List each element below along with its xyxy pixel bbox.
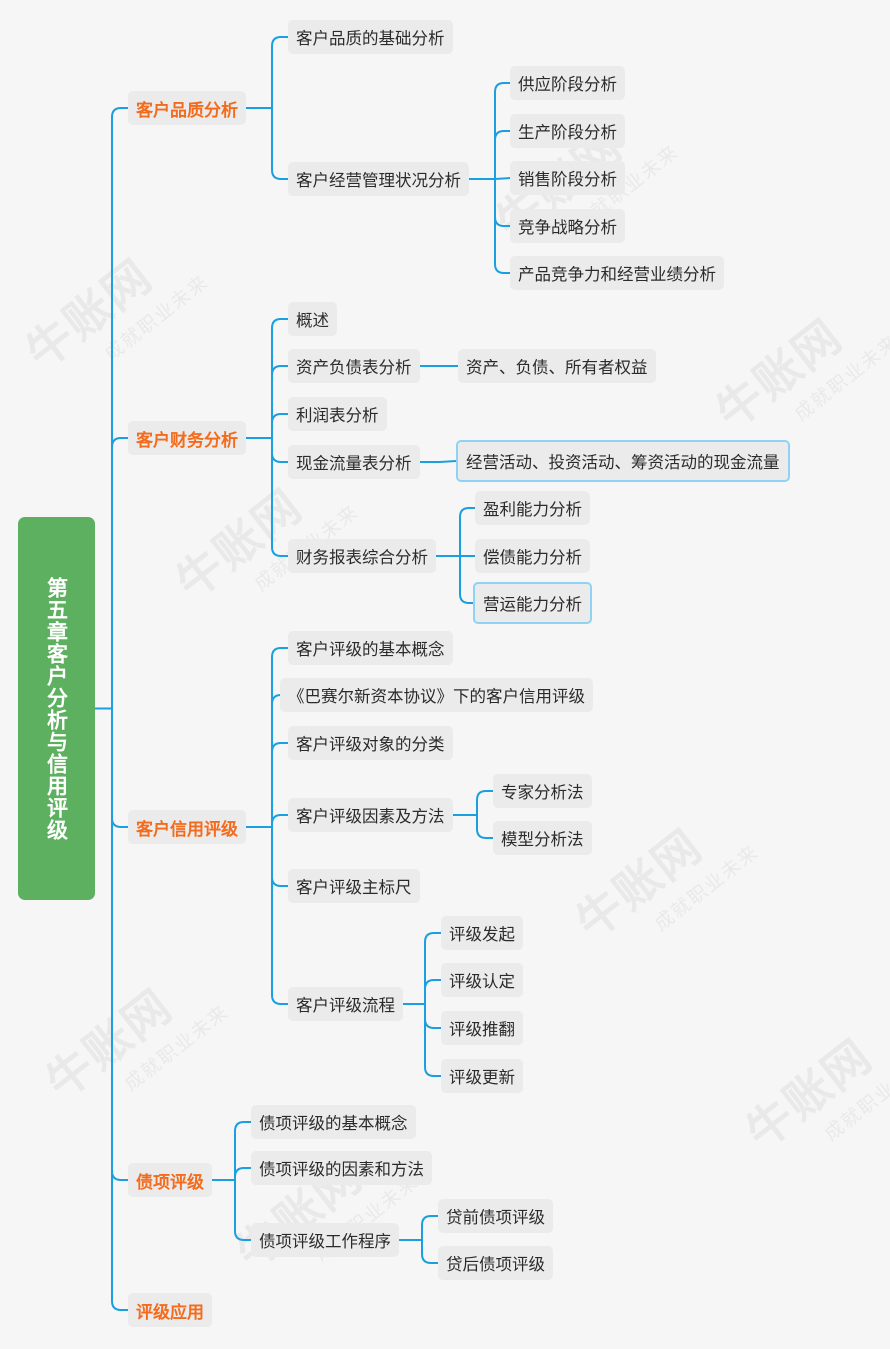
connector-line [459, 507, 475, 556]
topic-assets-liabilities-equity[interactable]: 资产、负债、所有者权益 [458, 349, 656, 383]
topic-quality-basic[interactable]: 客户品质的基础分析 [288, 20, 453, 54]
connector-line [234, 1180, 251, 1241]
watermark: 牛账网成就职业未来 [735, 1028, 890, 1160]
topic-profitability[interactable]: 盈利能力分析 [475, 491, 590, 525]
connector-line [476, 815, 493, 839]
connector-line [424, 1004, 441, 1029]
branch-customer-credit-rating[interactable]: 客户信用评级 [128, 810, 246, 844]
topic-facility-procedure[interactable]: 债项评级工作程序 [251, 1223, 399, 1257]
connector-line [271, 694, 282, 827]
connector-line [494, 179, 510, 227]
topic-balance-sheet[interactable]: 资产负债表分析 [288, 349, 420, 383]
watermark: 牛账网成就职业未来 [35, 978, 234, 1110]
connector-line [234, 1121, 251, 1180]
watermark: 牛账网成就职业未来 [565, 818, 764, 950]
connector-line [111, 437, 128, 709]
topic-rating-initiation[interactable]: 评级发起 [441, 916, 523, 950]
connector-line [271, 827, 288, 1005]
watermark: 牛账网成就职业未来 [15, 248, 214, 380]
topic-income-statement[interactable]: 利润表分析 [288, 397, 387, 431]
connector-line [271, 413, 288, 438]
topic-expert-analysis[interactable]: 专家分析法 [493, 774, 592, 808]
connector-line [271, 36, 288, 108]
connector-line [111, 708, 128, 1311]
topic-rating-update[interactable]: 评级更新 [441, 1059, 523, 1093]
topic-cash-flow-statement[interactable]: 现金流量表分析 [288, 445, 420, 479]
connector-line [494, 177, 511, 180]
topic-master-scale[interactable]: 客户评级主标尺 [288, 869, 420, 903]
connector-line [421, 1215, 438, 1240]
connector-line [234, 1167, 251, 1180]
topic-pre-loan-rating[interactable]: 贷前债项评级 [438, 1199, 553, 1233]
connector-line [494, 82, 510, 179]
topic-model-analysis[interactable]: 模型分析法 [493, 821, 592, 855]
topic-post-loan-rating[interactable]: 贷后债项评级 [438, 1246, 553, 1280]
topic-rating-override[interactable]: 评级推翻 [441, 1011, 523, 1045]
connector-line [271, 108, 288, 180]
root-topic[interactable]: 第五章客户分析与信用评级 [18, 517, 95, 900]
connector-line [271, 318, 288, 438]
connector-line [476, 790, 493, 815]
topic-basel-credit-rating[interactable]: 《巴赛尔新资本协议》下的客户信用评级 [280, 678, 593, 712]
topic-facility-basic-concept[interactable]: 债项评级的基本概念 [251, 1105, 416, 1139]
connector-line [271, 742, 288, 827]
branch-rating-application[interactable]: 评级应用 [128, 1293, 212, 1327]
connector-line [271, 438, 288, 463]
branch-facility-rating[interactable]: 债项评级 [128, 1163, 212, 1197]
topic-overview[interactable]: 概述 [288, 302, 337, 336]
topic-rating-factors-methods[interactable]: 客户评级因素及方法 [288, 798, 453, 832]
connector-line [424, 979, 441, 1004]
topic-cash-flow-activities[interactable]: 经营活动、投资活动、筹资活动的现金流量 [456, 440, 790, 482]
connector-line [271, 438, 288, 557]
topic-product-competitiveness[interactable]: 产品竞争力和经营业绩分析 [510, 256, 724, 290]
watermark: 牛账网成就职业未来 [705, 308, 890, 440]
topic-rating-object-classification[interactable]: 客户评级对象的分类 [288, 726, 453, 760]
branch-customer-quality[interactable]: 客户品质分析 [128, 91, 246, 125]
connector-line [494, 179, 510, 274]
connector-line [271, 365, 288, 438]
branch-customer-finance[interactable]: 客户财务分析 [128, 421, 246, 455]
connector-line [111, 107, 128, 709]
connector-line [421, 1240, 438, 1264]
connector-line [439, 460, 457, 463]
connector-line [111, 708, 128, 828]
topic-solvency[interactable]: 偿债能力分析 [475, 539, 590, 573]
topic-rating-basic-concept[interactable]: 客户评级的基本概念 [288, 631, 453, 665]
topic-comprehensive-analysis[interactable]: 财务报表综合分析 [288, 539, 436, 573]
connector-line [271, 814, 288, 827]
topic-supply-stage[interactable]: 供应阶段分析 [510, 66, 625, 100]
watermark: 牛账网成就职业未来 [225, 1148, 424, 1280]
topic-sales-stage[interactable]: 销售阶段分析 [510, 161, 625, 195]
connector-line [111, 708, 128, 1181]
topic-facility-factors-methods[interactable]: 债项评级的因素和方法 [251, 1151, 432, 1185]
connector-line [494, 130, 510, 179]
connector-line [271, 827, 288, 887]
connector-line [459, 556, 473, 604]
topic-rating-confirmation[interactable]: 评级认定 [441, 963, 523, 997]
topic-operation-management[interactable]: 客户经营管理状况分析 [288, 162, 469, 196]
topic-rating-process[interactable]: 客户评级流程 [288, 987, 403, 1021]
topic-competitive-strategy[interactable]: 竞争战略分析 [510, 209, 625, 243]
topic-production-stage[interactable]: 生产阶段分析 [510, 114, 625, 148]
topic-operating-capacity[interactable]: 营运能力分析 [473, 582, 592, 624]
connector-line [271, 647, 288, 827]
connector-line [424, 1004, 441, 1077]
connector-line [424, 932, 441, 1004]
